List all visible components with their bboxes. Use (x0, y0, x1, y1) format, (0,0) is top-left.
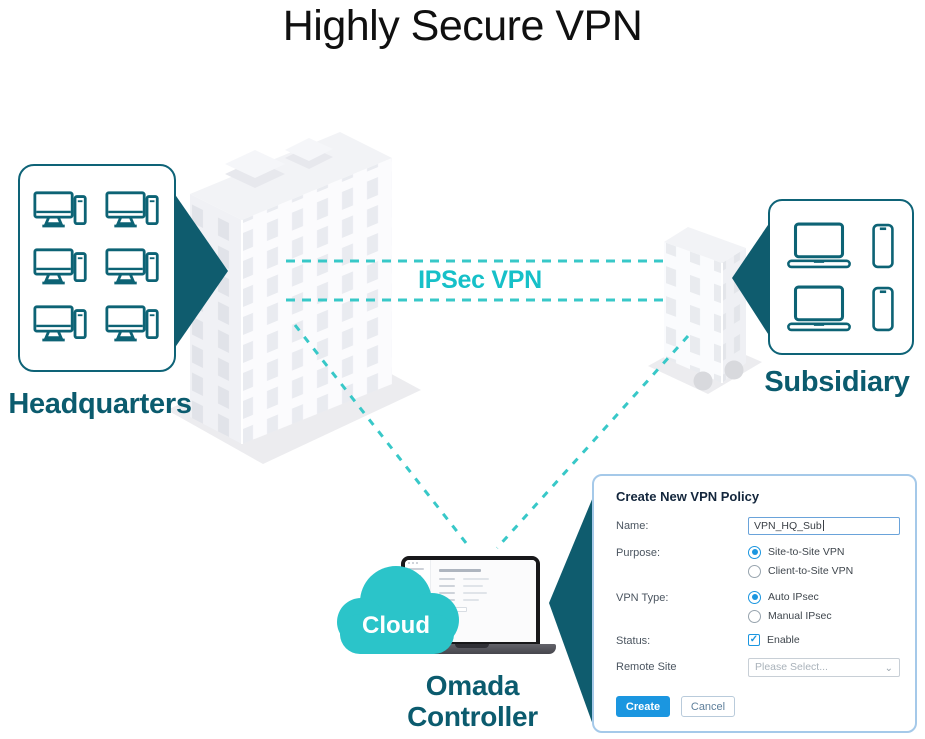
purpose-label: Purpose: (616, 547, 661, 559)
tree-icon (724, 360, 744, 380)
desktop-icon (105, 190, 161, 233)
cancel-button[interactable]: Cancel (681, 696, 735, 717)
desktop-icon (33, 247, 89, 290)
desktop-icon (33, 190, 89, 233)
radio-unselected-icon[interactable] (748, 564, 761, 578)
page-title: Highly Secure VPN (282, 2, 643, 50)
text-cursor (822, 520, 824, 531)
headquarters-label: Headquarters (8, 388, 192, 420)
subsidiary-label: Subsidiary (764, 366, 910, 398)
smartphone-icon (870, 223, 896, 269)
omada-label-line2: Controller (407, 701, 538, 732)
create-vpn-policy-dialog: Create New VPN Policy Name: VPN_HQ_Sub P… (592, 474, 917, 733)
headquarters-devices-box (18, 164, 176, 372)
vpn-type-label: VPN Type: (616, 592, 669, 604)
remote-site-label: Remote Site (616, 661, 677, 673)
laptop-icon (786, 285, 852, 332)
subsidiary-callout-triangle (732, 222, 770, 337)
create-button[interactable]: Create (616, 696, 670, 717)
dialog-title: Create New VPN Policy (616, 489, 760, 504)
desktop-icon (105, 247, 161, 290)
radio-auto-ipsec[interactable]: Auto IPsec (748, 590, 819, 604)
radio-unselected-icon[interactable] (748, 609, 761, 623)
laptop-base (388, 644, 556, 654)
chevron-down-icon: ⌄ (884, 663, 893, 674)
name-label: Name: (616, 520, 649, 532)
smartphone-icon (870, 286, 896, 332)
omada-label-line1: Omada (425, 670, 520, 701)
status-enable-row[interactable]: ✓ Enable (748, 634, 800, 646)
desktop-icon (33, 304, 89, 347)
radio-manual-ipsec[interactable]: Manual IPsec (748, 609, 832, 623)
omada-controller-label: Omada Controller (380, 670, 565, 732)
desktop-icon (105, 304, 161, 347)
subsidiary-devices-box (768, 199, 914, 355)
radio-site-to-site[interactable]: Site-to-Site VPN (748, 545, 844, 559)
controller-link-left (293, 324, 472, 549)
name-input[interactable]: VPN_HQ_Sub (748, 517, 900, 535)
headquarters-callout-triangle (174, 193, 228, 349)
cloud-icon (337, 566, 459, 654)
laptop-icon (786, 222, 852, 269)
checkbox-checked-icon[interactable]: ✓ (748, 634, 760, 646)
radio-selected-icon[interactable] (748, 545, 761, 559)
status-label: Status: (616, 635, 651, 647)
window-controls-icon (408, 562, 418, 564)
ipsec-vpn-label: IPSec VPN (418, 266, 542, 294)
radio-selected-icon[interactable] (748, 590, 761, 604)
cloud-label: Cloud (362, 612, 430, 639)
dialog-callout-triangle (549, 497, 593, 725)
remote-site-select[interactable]: Please Select... ⌄ (748, 658, 900, 677)
tree-icon (693, 371, 713, 391)
radio-client-to-site[interactable]: Client-to-Site VPN (748, 564, 853, 578)
